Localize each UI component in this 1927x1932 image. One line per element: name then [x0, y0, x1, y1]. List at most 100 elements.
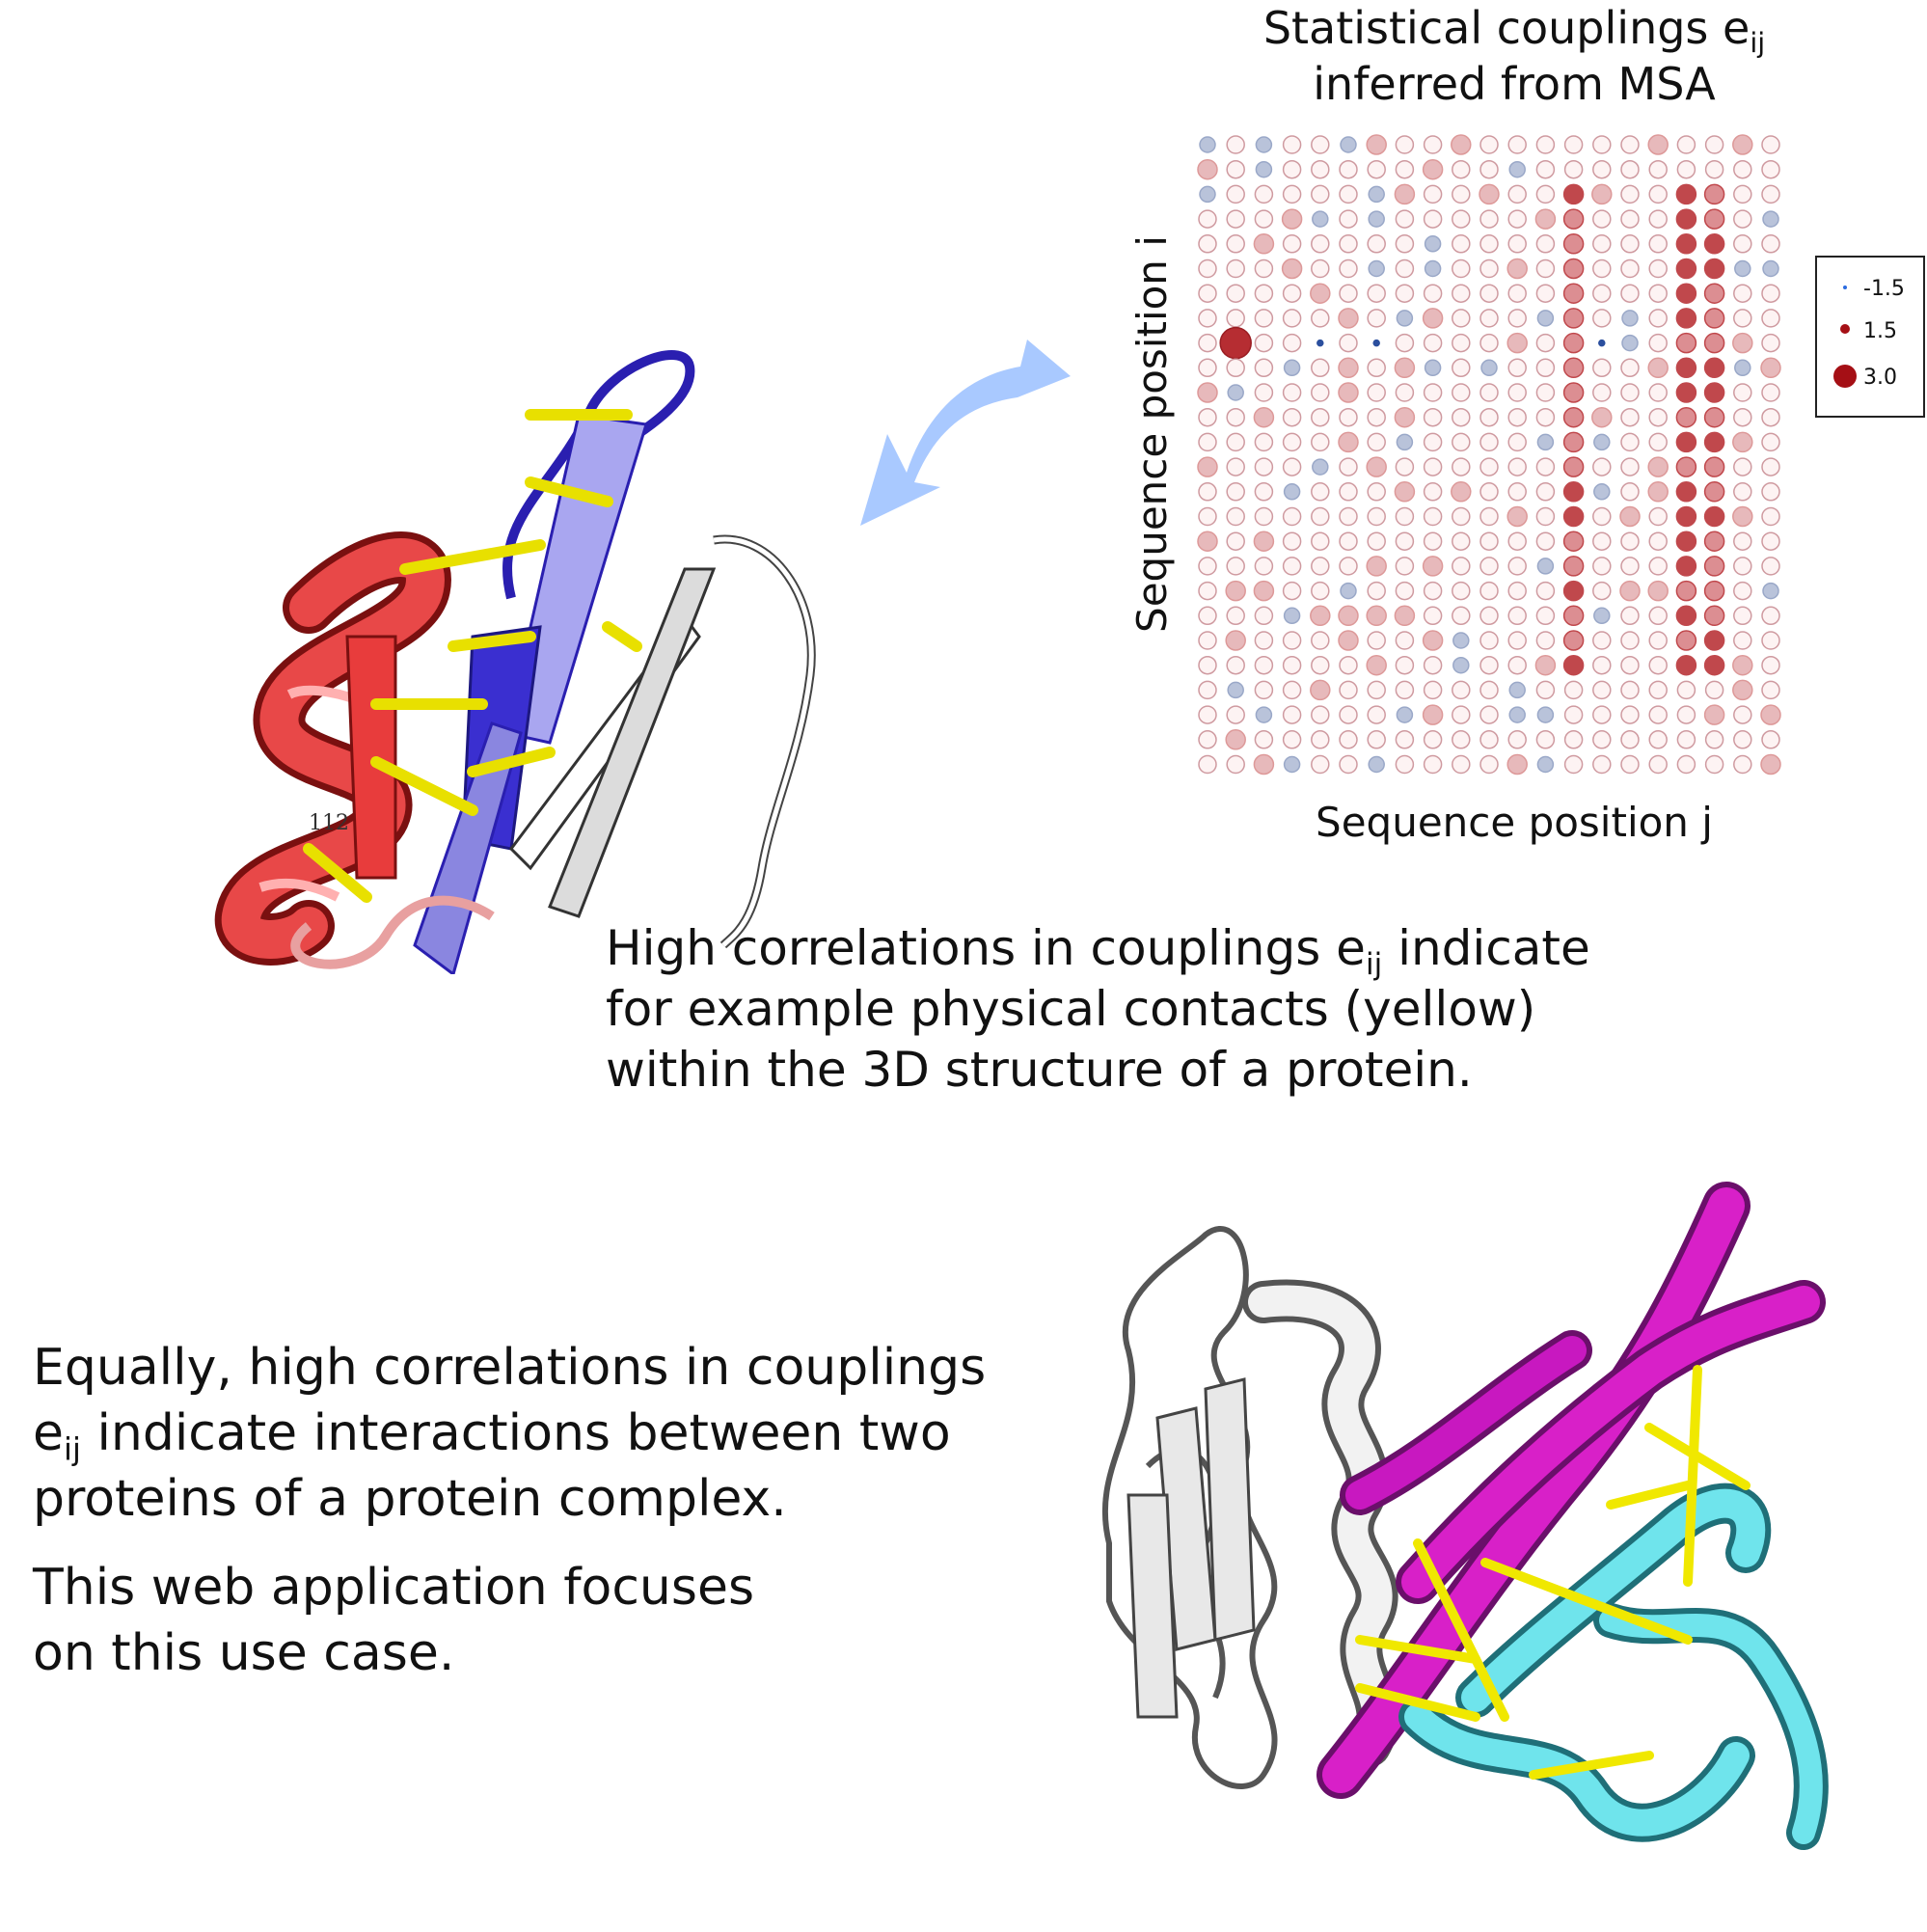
heatmap-cell — [1675, 481, 1697, 503]
heatmap-cell — [1226, 184, 1245, 204]
legend-label: -1.5 — [1863, 277, 1905, 301]
heatmap-cell — [1648, 631, 1668, 650]
heatmap-cell — [1648, 730, 1668, 749]
heatmap-cell — [1479, 432, 1499, 452]
heatmap-cell — [1479, 457, 1499, 476]
heatmap-cell — [1452, 432, 1471, 452]
heatmap-cell — [1592, 581, 1612, 601]
heatmap-cell — [1703, 258, 1725, 280]
heatmap-cell — [1340, 582, 1357, 600]
heatmap-cell — [1424, 235, 1442, 253]
heatmap-cell — [1598, 339, 1606, 347]
heatmap-cell — [1479, 754, 1499, 775]
heatmap-cell — [1535, 407, 1556, 427]
heatmap-cell — [1536, 558, 1555, 575]
heatmap-cell — [1733, 383, 1752, 402]
heatmap-cell — [1676, 705, 1696, 724]
heatmap-cell — [1620, 259, 1640, 279]
heatmap-cell — [1507, 581, 1527, 601]
heatmap-cell — [1591, 183, 1613, 205]
heatmap-cell — [1479, 259, 1499, 279]
heatmap-cell — [1479, 135, 1499, 154]
heatmap-cell — [1198, 284, 1217, 303]
heatmap-cell — [1424, 359, 1442, 377]
heatmap-cell — [1562, 332, 1585, 354]
legend: -1.5 1.5 3.0 — [1815, 256, 1925, 418]
heatmap-cell — [1254, 383, 1274, 402]
heatmap-cell — [1452, 333, 1471, 353]
heatmap-cell — [1648, 531, 1668, 551]
heatmap-cell — [1620, 358, 1640, 378]
heatmap-cell — [1253, 233, 1275, 255]
heatmap-cell — [1733, 557, 1752, 576]
heatmap-cell — [1675, 283, 1697, 304]
heatmap-cell — [1703, 456, 1725, 477]
heatmap-cell — [1367, 407, 1386, 427]
heatmap-cell — [1311, 407, 1330, 427]
heatmap-cell — [1282, 680, 1302, 700]
heatmap-cell — [1507, 557, 1527, 576]
heatmap-cell — [1507, 135, 1527, 154]
heatmap-cell — [1620, 135, 1640, 154]
heatmap-cell — [1310, 605, 1331, 627]
caption-complex: Equally, high correlations in couplings … — [33, 1339, 987, 1528]
heatmap-cell — [1703, 654, 1725, 676]
heatmap-cell — [1648, 159, 1668, 179]
heatmap-cell — [1452, 581, 1471, 601]
heatmap-cell — [1647, 580, 1669, 602]
heatmap-cell — [1732, 332, 1753, 354]
heatmap-cell — [1703, 283, 1725, 304]
heatmap-cell — [1311, 184, 1330, 204]
heatmap-cell — [1395, 531, 1415, 551]
heatmap-cell — [1310, 283, 1331, 304]
heatmap-cell — [1366, 134, 1387, 155]
curved-arrow-icon — [860, 340, 1071, 526]
heatmap-cell — [1254, 506, 1274, 527]
heatmap-cell — [1703, 233, 1725, 255]
heatmap-cell — [1620, 482, 1640, 502]
heatmap-cell — [1647, 357, 1669, 379]
heatmap-cell — [1592, 730, 1612, 749]
heatmap-cell — [1593, 483, 1611, 501]
legend-marker — [1843, 286, 1847, 289]
heatmap-cell — [1311, 531, 1330, 551]
heatmap-cell — [1311, 383, 1330, 402]
heatmap-cell — [1507, 209, 1527, 229]
heatmap-cell — [1535, 358, 1556, 378]
heatmap-cell — [1282, 432, 1302, 452]
heatmap-cell — [1423, 581, 1443, 601]
heatmap-cell — [1507, 457, 1527, 476]
heatmap-cell — [1394, 357, 1416, 379]
heatmap-cell — [1592, 557, 1612, 576]
heatmap-cell — [1761, 159, 1780, 179]
heatmap-cell — [1226, 606, 1245, 626]
heatmap-cell — [1733, 209, 1752, 229]
heatmap-cell — [1226, 135, 1245, 154]
heatmap-cell — [1254, 457, 1274, 476]
heatmap-cell — [1423, 680, 1443, 700]
heatmap-cell — [1732, 679, 1753, 701]
heatmap-cell — [1648, 680, 1668, 700]
heatmap-cell — [1283, 607, 1301, 625]
heatmap-cell — [1338, 605, 1359, 627]
heatmap-cell — [1423, 531, 1443, 551]
heatmap-cell — [1592, 309, 1612, 328]
heatmap-cell — [1198, 407, 1217, 427]
legend-entry: 3.0 — [1817, 358, 1923, 396]
heatmap-cell — [1704, 680, 1724, 700]
heatmap-cell — [1675, 456, 1697, 477]
heatmap-cell — [1226, 482, 1245, 502]
heatmap-cell — [1675, 233, 1697, 255]
heatmap-cell — [1562, 431, 1585, 453]
heatmap-cell — [1761, 557, 1780, 576]
legend-entry: 1.5 — [1817, 312, 1923, 350]
heatmap-cell — [1394, 406, 1416, 428]
heatmap-cell — [1311, 159, 1330, 179]
heatmap-cell — [1620, 234, 1640, 254]
heatmap-cell — [1395, 655, 1415, 675]
heatmap-cell — [1675, 431, 1697, 453]
heatmap-cell — [1733, 581, 1752, 601]
heatmap-cell — [1535, 159, 1556, 179]
heatmap-cell — [1452, 209, 1471, 229]
y-axis-label: Sequence position i — [1128, 235, 1176, 633]
